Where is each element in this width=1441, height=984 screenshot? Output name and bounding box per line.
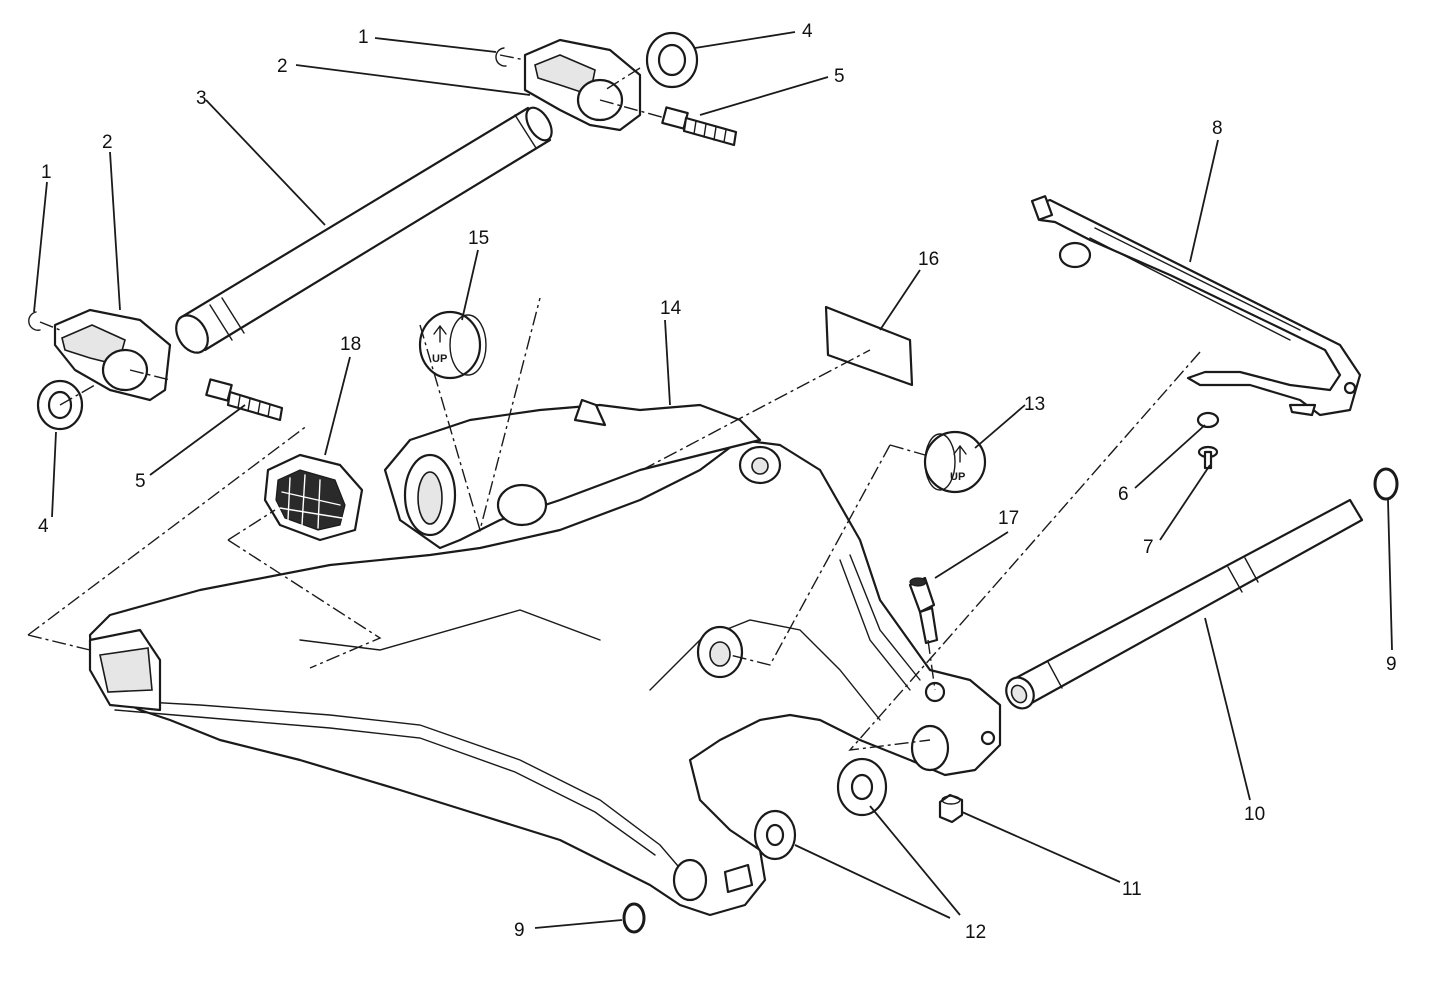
callout-13: 13 — [1024, 394, 1045, 415]
screw-17 — [908, 576, 939, 645]
callout-2-left: 2 — [102, 132, 113, 153]
cap-15-label: UP — [432, 353, 447, 365]
label-plate-16 — [824, 305, 914, 387]
callout-4-top: 4 — [802, 21, 813, 42]
screw-7 — [1197, 445, 1219, 470]
callout-17: 17 — [998, 508, 1019, 529]
cap-13-label: UP — [950, 471, 965, 483]
callout-9-right: 9 — [1386, 654, 1397, 675]
circlip-9a — [1373, 467, 1399, 501]
pivot-shaft-3 — [175, 106, 553, 354]
swingarm-part-14 — [88, 398, 1002, 917]
callout-9-bottom: 9 — [514, 920, 525, 941]
callout-5-left: 5 — [135, 471, 146, 492]
callout-5-top: 5 — [834, 66, 845, 87]
washer-12a — [836, 757, 888, 817]
chain-guard-8 — [1030, 195, 1362, 417]
callout-8: 8 — [1212, 118, 1223, 139]
clip-1a — [495, 47, 507, 67]
cap-15: UP — [418, 310, 487, 380]
adjuster-screw-5b — [205, 378, 284, 422]
callout-15: 15 — [468, 228, 489, 249]
adjuster-screw-5a — [661, 106, 738, 147]
nut-4a — [645, 31, 699, 89]
callout-labels: 1 2 3 4 5 1 2 4 5 15 18 14 16 13 8 6 7 9… — [38, 21, 1397, 943]
callout-16: 16 — [918, 249, 939, 270]
callout-11: 11 — [1122, 879, 1142, 900]
callout-1-left: 1 — [41, 162, 52, 183]
protector-18 — [263, 453, 364, 542]
callout-18: 18 — [340, 334, 361, 355]
callout-4-left: 4 — [38, 516, 49, 537]
adjuster-block-2b — [53, 308, 172, 402]
callout-1-top: 1 — [358, 27, 369, 48]
washer-6 — [1196, 411, 1220, 429]
callout-10: 10 — [1244, 804, 1265, 825]
nut-11 — [938, 793, 964, 824]
leader-lines — [33, 31, 1393, 929]
callout-3: 3 — [196, 88, 207, 109]
callout-7: 7 — [1143, 537, 1154, 558]
callout-14: 14 — [660, 298, 682, 319]
clip-1b — [28, 311, 41, 331]
circlip-9b — [622, 902, 646, 934]
callout-2-top: 2 — [277, 56, 288, 77]
callout-6: 6 — [1118, 484, 1129, 505]
washer-12b — [753, 809, 797, 861]
callout-12: 12 — [965, 922, 986, 943]
assembly-lines — [27, 54, 1201, 751]
cap-13: UP — [923, 430, 987, 494]
wheel-spindle-10 — [1005, 498, 1364, 710]
